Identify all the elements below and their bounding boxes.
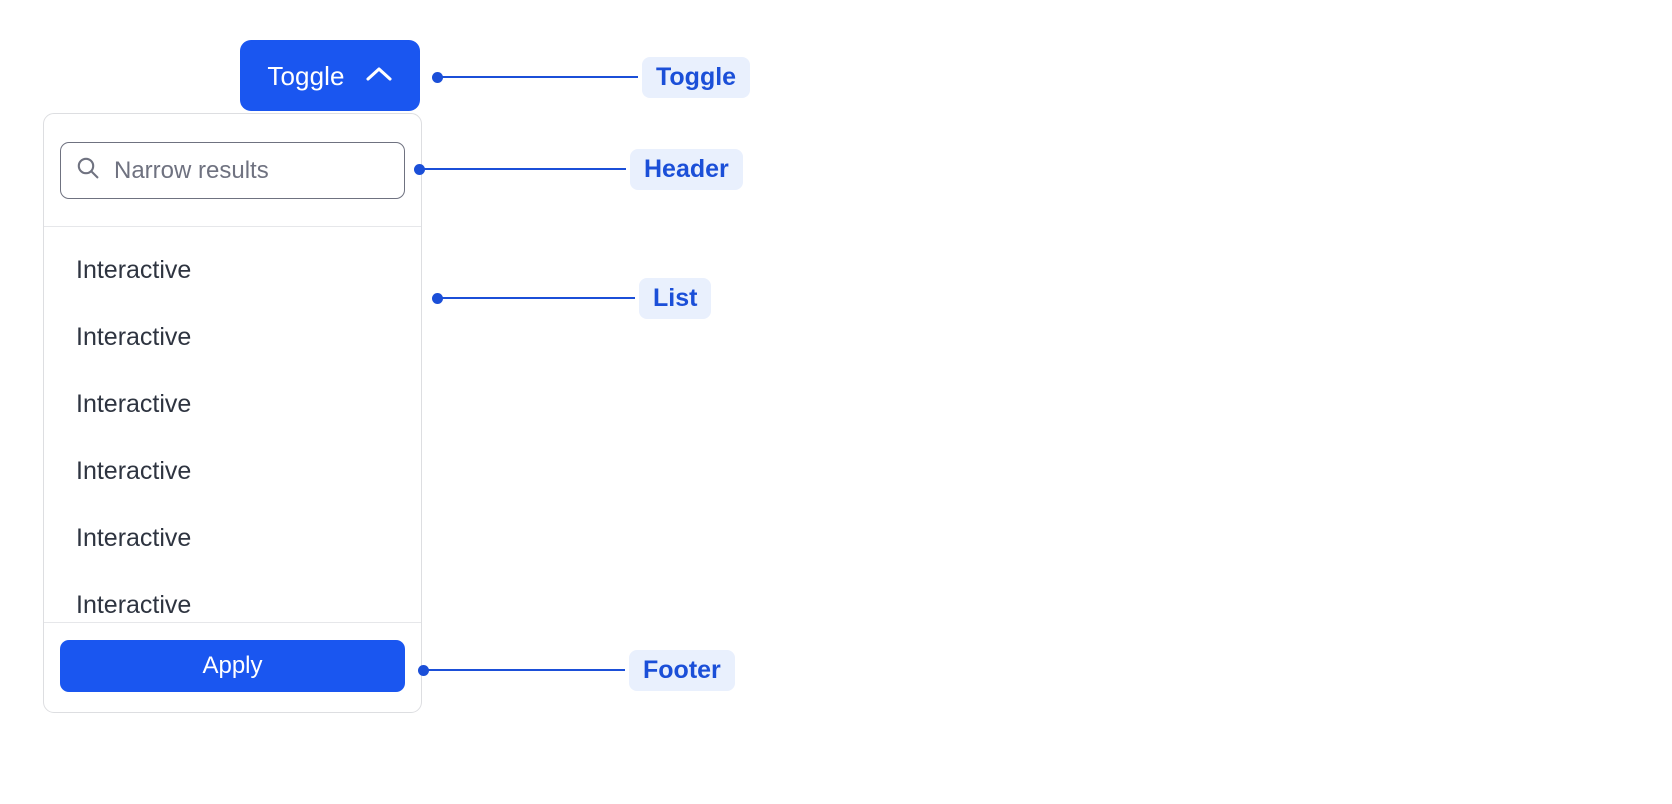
toggle-button-label: Toggle	[267, 60, 345, 91]
list-item-label: Interactive	[76, 323, 192, 351]
annotation-label: Header	[630, 148, 743, 190]
annotation-label: Toggle	[642, 56, 751, 98]
annotation-dot	[414, 163, 425, 175]
list-item[interactable]: Interactive	[44, 371, 421, 438]
panel-list[interactable]: Interactive Interactive Interactive Inte…	[44, 227, 421, 622]
list-item[interactable]: Interactive	[44, 572, 421, 622]
annotation-line	[442, 296, 635, 300]
panel-header	[44, 114, 421, 227]
dropdown-panel: Interactive Interactive Interactive Inte…	[43, 113, 422, 713]
annotation-dot	[432, 292, 443, 304]
search-field[interactable]	[60, 142, 421, 199]
list-item-label: Interactive	[76, 457, 192, 485]
list-item-label: Interactive	[76, 591, 192, 619]
annotation-dot	[418, 664, 429, 676]
list-item[interactable]: Interactive	[44, 304, 421, 371]
list-item-label: Interactive	[76, 256, 192, 284]
search-icon	[75, 155, 101, 186]
chevron-up-icon	[365, 65, 393, 86]
apply-button[interactable]: Apply	[60, 640, 405, 692]
list-item[interactable]: Interactive	[44, 505, 421, 572]
annotation-label: List	[639, 277, 712, 319]
annotation-dot	[432, 71, 443, 83]
list-item[interactable]: Interactive	[44, 237, 421, 304]
annotation-label: Footer	[629, 649, 735, 691]
list-item-label: Interactive	[76, 524, 192, 552]
list-item[interactable]: Interactive	[44, 438, 421, 505]
annotation-line	[442, 75, 638, 79]
panel-footer: Apply	[44, 622, 421, 712]
search-input[interactable]	[114, 143, 421, 198]
annotation-line	[424, 167, 626, 171]
annotation-line	[428, 668, 625, 672]
toggle-button[interactable]: Toggle	[240, 40, 420, 111]
list-item-label: Interactive	[76, 390, 192, 418]
